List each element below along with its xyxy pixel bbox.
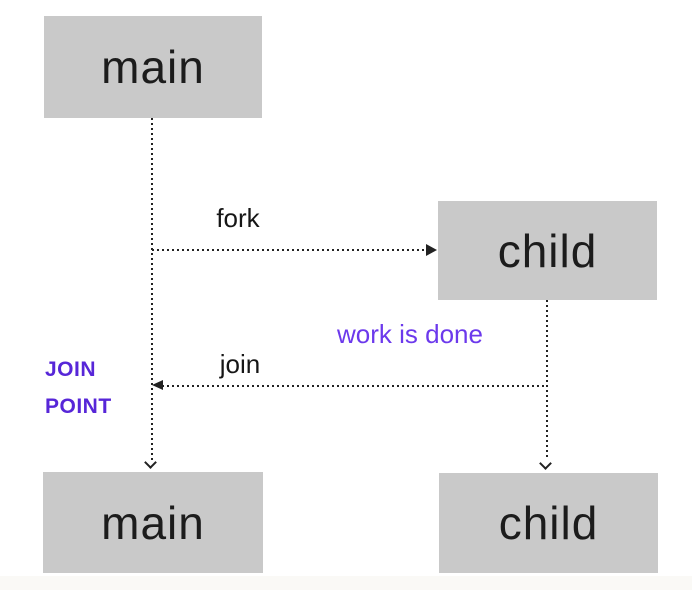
join-point-line1: JOIN xyxy=(45,358,97,381)
join-arrow-line xyxy=(162,385,547,387)
fork-label: fork xyxy=(216,203,260,233)
child-lifeline xyxy=(546,300,548,460)
fork-arrow-line xyxy=(152,249,428,251)
join-arrowhead-icon xyxy=(152,380,163,390)
fork-arrowhead-icon xyxy=(426,244,437,256)
down-arrowhead-main-icon xyxy=(144,456,157,469)
process-box-main-top: main xyxy=(44,16,262,118)
main-lifeline xyxy=(151,118,153,460)
process-box-main-bottom: main xyxy=(43,472,263,573)
join-point-line2: POINT xyxy=(45,395,112,418)
bottom-strip xyxy=(0,576,692,590)
join-point-label: JOIN POINT xyxy=(45,351,112,425)
work-is-done-label: work is done xyxy=(337,319,483,349)
process-box-child-bottom: child xyxy=(439,473,658,573)
join-label: join xyxy=(219,349,261,379)
process-box-child-top: child xyxy=(438,201,657,300)
down-arrowhead-child-icon xyxy=(539,457,552,470)
